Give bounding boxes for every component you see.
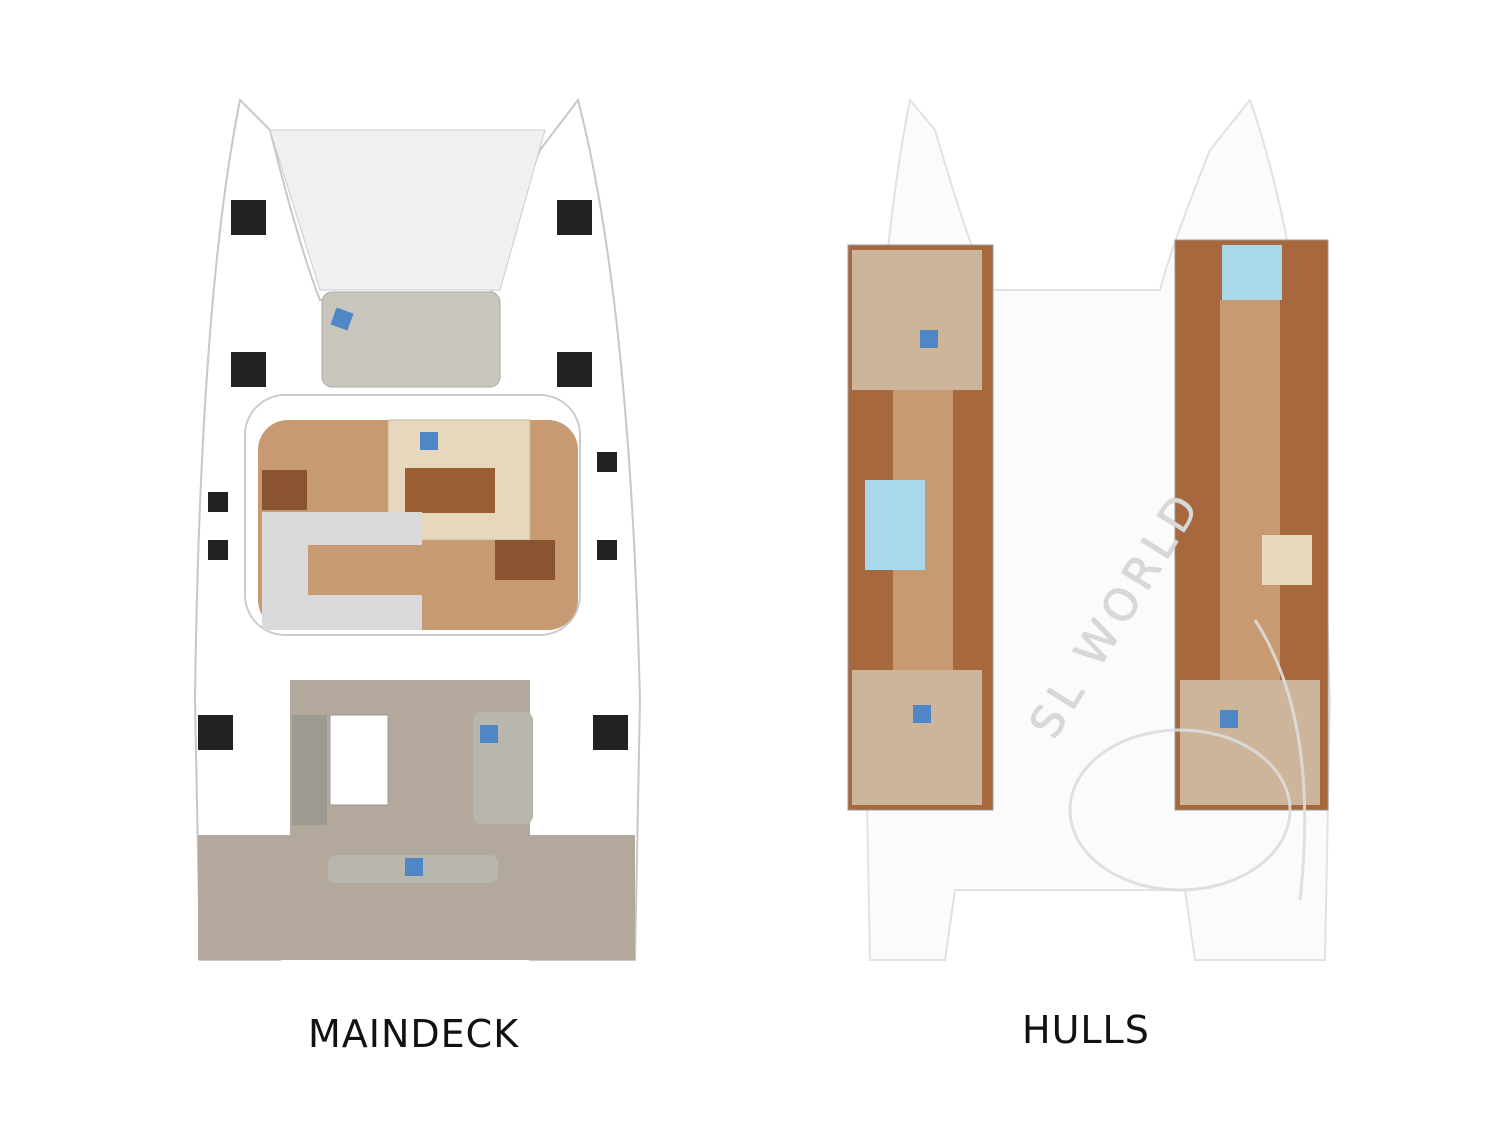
port-fwd-cabin [852, 250, 982, 390]
hulls-plan [847, 97, 1332, 961]
maindeck-label: MAINDECK [308, 1012, 520, 1056]
stairs-stbd [495, 540, 555, 580]
port-aft-cabin [852, 670, 982, 805]
stairs-port [262, 470, 307, 510]
forward-cockpit-seating [321, 291, 501, 388]
stbd-shower [1222, 245, 1282, 300]
hulls-label: HULLS [1022, 1008, 1150, 1052]
stbd-aft-cabin [1180, 680, 1320, 805]
port-heads [865, 480, 925, 570]
aft-deck [198, 835, 635, 960]
trampoline [269, 129, 546, 291]
pillows [330, 307, 498, 876]
maindeck-plan [193, 97, 642, 961]
galley-floor [308, 545, 473, 595]
saloon-table [405, 468, 495, 513]
hatches [198, 200, 628, 750]
watermark-logo [1068, 619, 1307, 901]
stbd-desk [1262, 535, 1312, 585]
cockpit-seating-port [292, 715, 327, 825]
hull-pillows [913, 330, 1238, 728]
cockpit-table [329, 714, 389, 806]
